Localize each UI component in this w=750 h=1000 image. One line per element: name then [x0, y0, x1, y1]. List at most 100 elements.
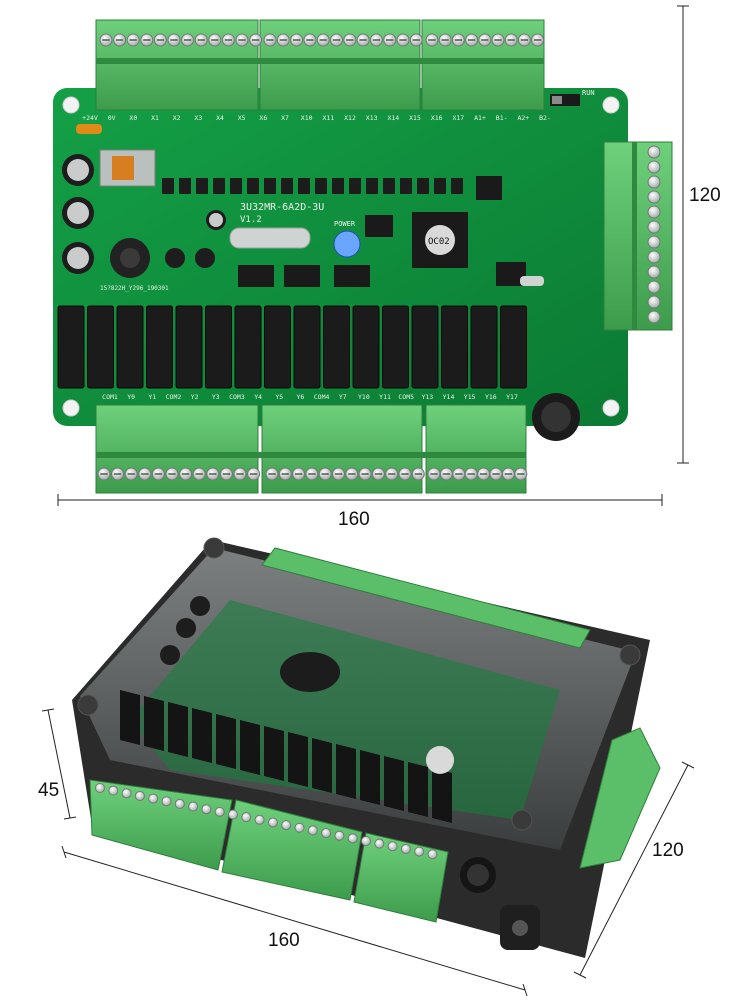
relay	[120, 690, 140, 745]
terminal-screw	[121, 788, 132, 799]
relay	[408, 762, 428, 817]
input-label: X17	[452, 114, 464, 122]
run-text: RUN	[582, 89, 595, 97]
side-terminal-strip	[579, 727, 661, 869]
terminal-screw	[647, 220, 661, 234]
terminal-screw	[647, 160, 661, 174]
relay	[432, 768, 452, 823]
terminal-screw	[361, 836, 371, 846]
terminal-screw	[201, 804, 212, 815]
optocoupler	[179, 178, 191, 194]
right-terminal-block	[603, 141, 673, 331]
mounting-hole	[62, 399, 80, 417]
chip	[284, 265, 320, 287]
input-label: X1	[151, 114, 159, 122]
terminal-screw	[647, 205, 661, 219]
terminal-screw	[254, 814, 265, 825]
relay	[500, 305, 527, 389]
output-label: Y17	[506, 393, 518, 401]
mounting-hole	[602, 96, 620, 114]
terminal-screw	[647, 145, 661, 159]
terminal-screw	[374, 838, 385, 849]
model-text: 3U32MR-6A2D-3U	[240, 202, 324, 213]
relay	[441, 305, 468, 389]
relay	[293, 305, 321, 389]
capacitors	[62, 154, 226, 274]
terminal-screw	[294, 822, 305, 833]
relay	[205, 305, 232, 389]
top-dimension-lines	[57, 5, 689, 506]
chip	[365, 215, 393, 237]
optocoupler	[247, 178, 259, 194]
terminal-screw	[647, 310, 661, 324]
output-label: COM5	[398, 393, 414, 401]
terminal-screw	[174, 798, 185, 809]
terminal-screw	[321, 828, 332, 839]
input-label: +24V	[82, 114, 98, 122]
output-label: Y14	[443, 393, 455, 401]
terminal-screw	[387, 841, 398, 852]
top-height-label: 120	[689, 185, 721, 206]
relay	[240, 720, 260, 775]
relay	[352, 305, 380, 389]
terminal-screw	[307, 825, 318, 836]
right-terminal-screws	[647, 145, 661, 324]
output-label: Y10	[358, 393, 370, 401]
bottom-terminal-screws	[97, 467, 528, 481]
terminal-screw	[647, 265, 661, 279]
terminal-screw	[214, 806, 225, 817]
input-label: X6	[259, 114, 267, 122]
input-label: X10	[301, 114, 313, 122]
bottom-dimension-lines	[41, 708, 695, 997]
relay	[234, 305, 262, 389]
mounting-hole	[602, 399, 620, 417]
optocoupler	[349, 178, 361, 194]
relay	[411, 305, 439, 389]
relay	[470, 305, 498, 389]
terminal-screw	[414, 846, 425, 857]
terminal-screw	[148, 793, 159, 804]
relay	[288, 732, 308, 787]
relay	[384, 756, 404, 811]
serial-text: 15?822H_Y296_190301	[100, 285, 169, 292]
output-label: Y0	[127, 393, 135, 401]
output-label: Y5	[275, 393, 283, 401]
crystal	[520, 276, 544, 286]
mcu-label: OC02	[428, 237, 450, 247]
front-terminal-strip-1	[89, 779, 233, 871]
terminal-screw	[334, 830, 345, 841]
relay	[168, 702, 188, 757]
relay	[57, 305, 85, 389]
terminal-screw	[188, 801, 199, 812]
input-label: X15	[409, 114, 421, 122]
version-text: V1.2	[240, 215, 262, 225]
optocoupler	[213, 178, 225, 194]
enclosure-mcu	[426, 746, 454, 774]
terminal-screw	[647, 175, 661, 189]
relay	[312, 738, 332, 793]
mounting-hole	[62, 96, 80, 114]
relay	[323, 305, 350, 389]
output-label: Y6	[297, 393, 305, 401]
terminal-screw	[647, 250, 661, 264]
optocoupler	[383, 178, 395, 194]
relay-row	[57, 305, 527, 389]
front-terminal-strip-2	[221, 799, 363, 901]
input-label: X4	[216, 114, 224, 122]
optocoupler	[400, 178, 412, 194]
enclosure-front-screws	[95, 783, 438, 860]
input-label: B2-	[539, 114, 551, 122]
optocoupler	[281, 178, 293, 194]
terminal-screw	[95, 783, 105, 793]
optocoupler	[230, 178, 242, 194]
optocoupler	[315, 178, 327, 194]
terminal-screw	[267, 817, 278, 828]
relay	[264, 726, 284, 781]
terminal-screw	[108, 785, 119, 796]
relay	[360, 750, 380, 805]
terminal-screw	[427, 849, 438, 860]
optocoupler	[162, 178, 174, 194]
output-label: Y16	[485, 393, 497, 401]
